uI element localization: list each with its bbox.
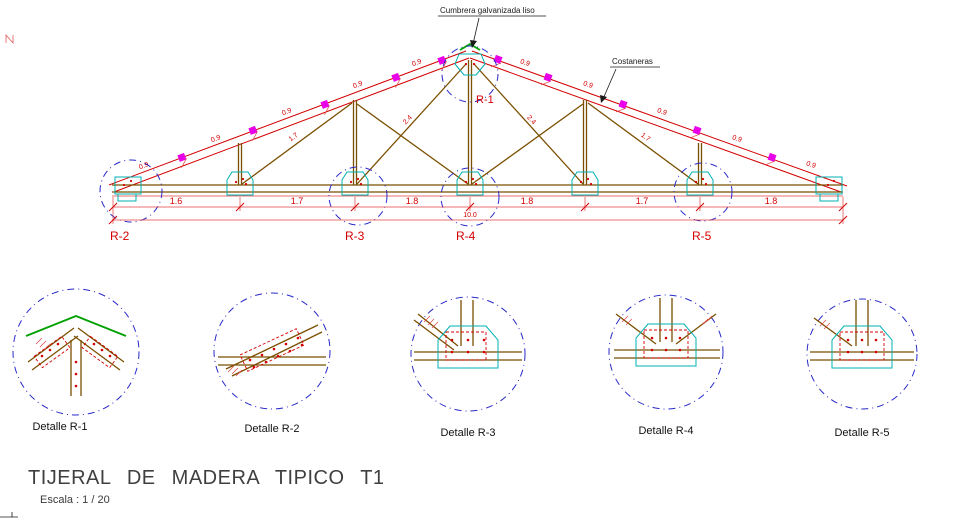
- spacing-dim: 0.9: [411, 58, 423, 68]
- callout-purlins: Costaneras: [600, 57, 660, 103]
- spacing-dim: 0.9: [731, 134, 743, 144]
- drawing-title: TIJERAL DE MADERA TIPICO T1: [28, 467, 385, 489]
- spacing-dim: 0.9: [656, 107, 668, 117]
- spacing-dim: 0.9: [138, 161, 150, 171]
- node-label-r2: R-2: [110, 229, 130, 243]
- node-label-r1: R-1: [476, 94, 494, 106]
- callout-ridge: Cumbrera galvanizada liso: [438, 6, 546, 48]
- dimension-line-segments: 1.6 1.7 1.8 1.8 1.7 1.8: [108, 196, 848, 224]
- member-dim: 1.7: [639, 132, 651, 143]
- member-dim: 2.4: [525, 114, 537, 126]
- dimension-line-overall: 10.0: [108, 212, 848, 225]
- arrowhead: [470, 40, 477, 48]
- detail-label-r5: Detalle R-5: [834, 427, 889, 439]
- joint-circle-r2: [99, 159, 163, 223]
- bottom-chord: [112, 184, 843, 197]
- spacing-dim: 0.9: [519, 58, 531, 68]
- node-label-r5: R-5: [692, 229, 712, 243]
- joint-bolts: [122, 62, 836, 187]
- segment-dim-6: 1.8: [765, 196, 778, 206]
- detail-r4-drawing: [608, 294, 724, 410]
- member-dim: 1.7: [288, 132, 300, 143]
- detail-r1-drawing: [12, 288, 140, 416]
- member-dim: 2.4: [402, 114, 414, 126]
- segment-dim-2: 1.7: [291, 196, 304, 206]
- joint-circle-r1: [441, 45, 499, 103]
- detail-label-r3: Detalle R-3: [440, 427, 495, 439]
- top-chord-right: [469, 50, 848, 193]
- ridge-cap: [459, 42, 481, 51]
- member-length-labels: 1.7 2.4 2.4 1.7: [288, 114, 652, 143]
- spacing-dim: 0.9: [352, 80, 364, 90]
- sheet-corner-mark-bottomleft: [0, 512, 18, 518]
- purlin-marks-right: [490, 54, 777, 166]
- joint-circle-r5: [673, 162, 733, 222]
- node-label-r4: R-4: [456, 229, 476, 243]
- spacing-dim: 0.9: [210, 134, 222, 144]
- node-label-r3: R-3: [345, 229, 365, 243]
- truss-elevation: 0.9 0.9 0.9 0.9 0.9 0.9 0.9 0.9 0.9 0.9 …: [99, 6, 848, 243]
- sheet-corner-mark-topleft: [5, 34, 14, 44]
- segment-dim-4: 1.8: [521, 196, 534, 206]
- ridge-callout-label: Cumbrera galvanizada liso: [440, 6, 535, 15]
- joint-circle-r4: [440, 167, 500, 227]
- purlins-callout-label: Costaneras: [612, 57, 653, 66]
- top-chord-left: [108, 50, 470, 193]
- title-block: TIJERAL DE MADERA TIPICO T1 Escala : 1 /…: [28, 467, 385, 506]
- drawing-scale: Escala : 1 / 20: [40, 494, 110, 506]
- web-members: [237, 60, 703, 185]
- overall-dim: 10.0: [463, 212, 477, 219]
- purlin-marks-left: [177, 55, 447, 168]
- purlin-spacing-labels-left: 0.9 0.9 0.9 0.9 0.9: [138, 58, 423, 171]
- joint-reference-circles: [99, 45, 733, 227]
- spacing-dim: 0.9: [582, 80, 594, 90]
- detail-r5-drawing: [806, 298, 918, 410]
- arrowhead: [600, 95, 607, 103]
- spacing-dim: 0.9: [281, 107, 293, 117]
- detail-label-r2: Detalle R-2: [244, 423, 299, 435]
- gusset-plates: [114, 53, 843, 202]
- joint-circle-r3: [328, 166, 388, 226]
- purlin-spacing-labels-right: 0.9 0.9 0.9 0.9 0.9: [519, 58, 817, 170]
- detail-r3-drawing: [410, 296, 526, 412]
- detail-label-r4: Detalle R-4: [638, 425, 693, 437]
- segment-dim-1: 1.6: [170, 196, 183, 206]
- segment-dim-5: 1.7: [636, 196, 649, 206]
- spacing-dim: 0.9: [805, 160, 817, 170]
- detail-r2-drawing: [213, 292, 331, 410]
- detail-label-r1: Detalle R-1: [32, 421, 87, 433]
- segment-dim-3: 1.8: [406, 196, 419, 206]
